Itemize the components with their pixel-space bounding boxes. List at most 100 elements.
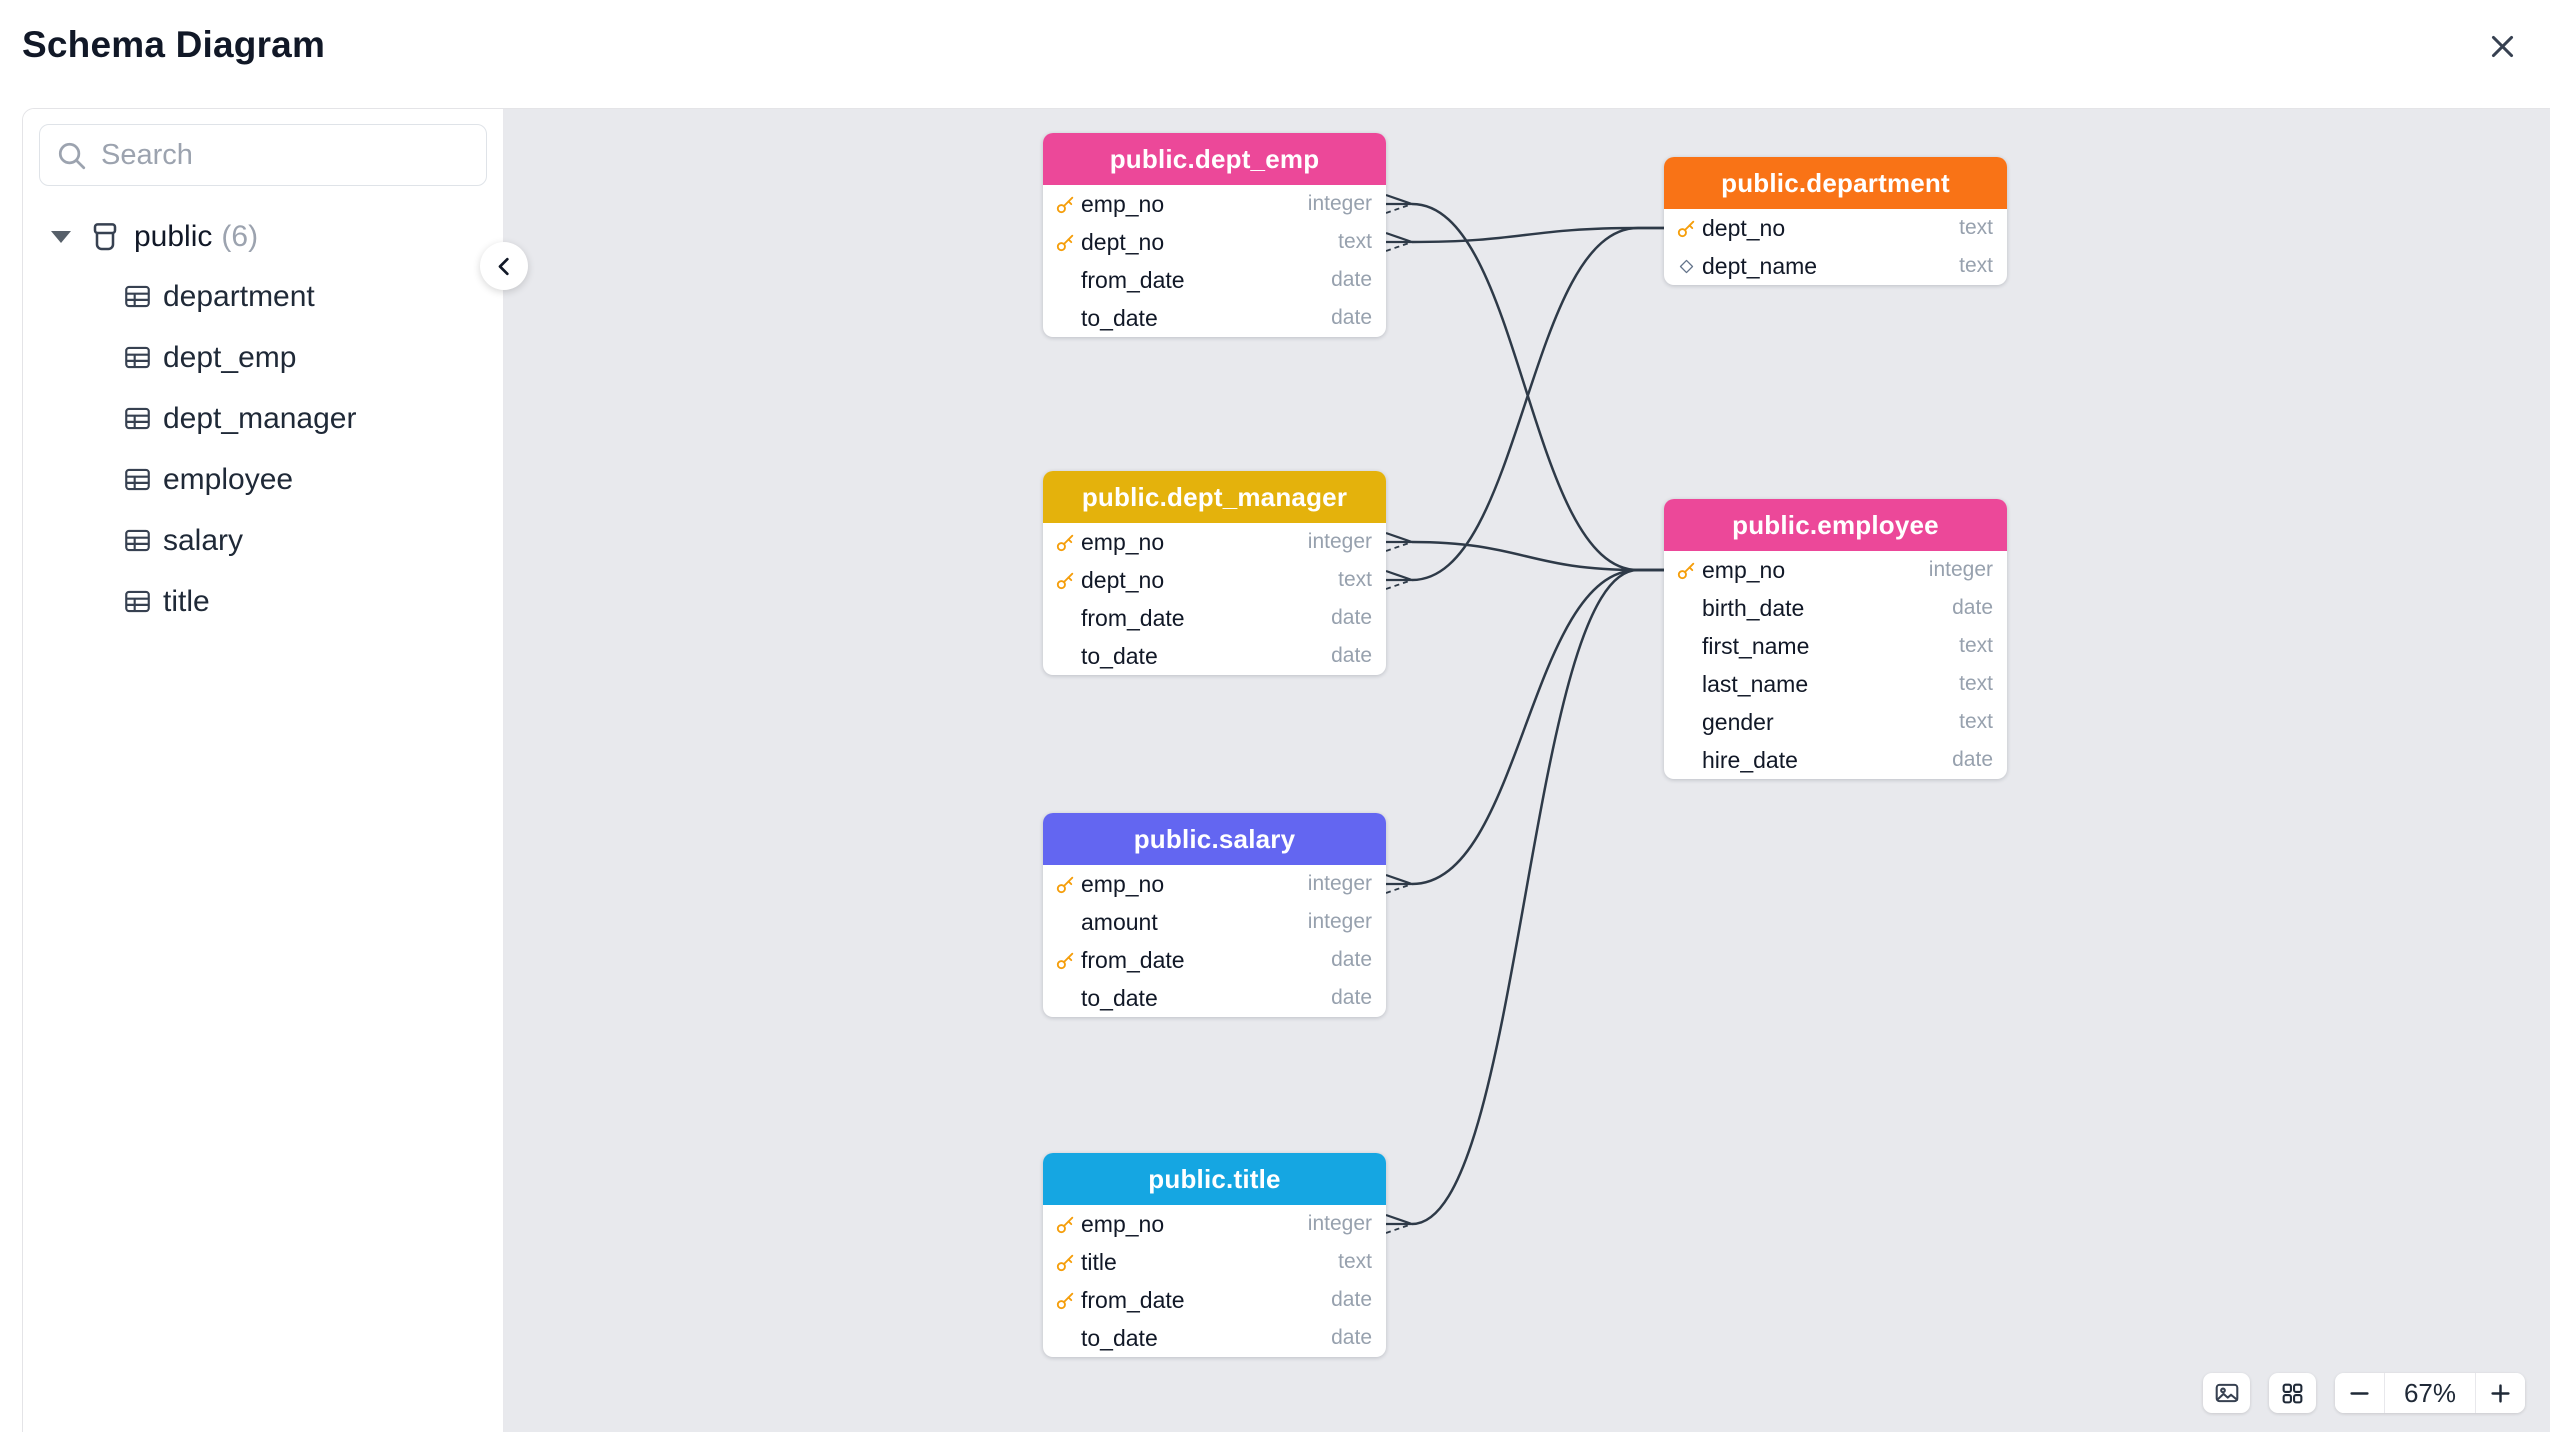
column-name: to_date (1081, 304, 1158, 331)
table-icon (124, 588, 151, 615)
zoom-in-button[interactable] (2476, 1373, 2525, 1413)
unique-diamond-icon (1678, 258, 1695, 275)
sidebar-item-dept_manager[interactable]: dept_manager (23, 388, 503, 449)
column-name: to_date (1081, 984, 1158, 1011)
table-node-header[interactable]: public.department (1664, 157, 2007, 209)
table-node-header[interactable]: public.salary (1043, 813, 1386, 865)
column-name: dept_name (1702, 252, 1818, 279)
column-type: text (1959, 710, 1993, 733)
primary-key-icon (1055, 232, 1076, 253)
column-row-from_date[interactable]: from_date date (1043, 941, 1386, 979)
column-type: date (1331, 948, 1372, 971)
table-icon (124, 405, 151, 432)
sidebar-item-label: department (163, 279, 315, 313)
sidebar-collapse-button[interactable] (480, 242, 528, 290)
page-title: Schema Diagram (22, 24, 326, 65)
column-type: date (1952, 748, 1993, 771)
column-type: text (1959, 634, 1993, 657)
column-name: from_date (1081, 946, 1185, 973)
zoom-control: 67% (2335, 1373, 2525, 1413)
sidebar-item-employee[interactable]: employee (23, 449, 503, 510)
column-type: integer (1928, 558, 1993, 581)
primary-key-icon (1055, 1290, 1076, 1311)
canvas-controls: 67% (2203, 1373, 2525, 1413)
plus-icon (2487, 1380, 2514, 1407)
column-name: emp_no (1081, 528, 1165, 555)
schema-table-count: (6) (221, 220, 259, 253)
table-node-header[interactable]: public.title (1043, 1153, 1386, 1205)
table-icon (124, 344, 151, 371)
relationship-edge-dept_manager-department (1385, 226, 1664, 590)
sidebar-item-department[interactable]: department (23, 266, 503, 327)
column-type: text (1338, 230, 1372, 253)
column-type: integer (1307, 872, 1372, 895)
sidebar-item-dept_emp[interactable]: dept_emp (23, 327, 503, 388)
table-node-header[interactable]: public.dept_emp (1043, 133, 1386, 185)
column-type: text (1959, 216, 1993, 239)
chevron-left-icon (491, 253, 518, 280)
column-name: birth_date (1702, 594, 1805, 621)
column-type: text (1338, 568, 1372, 591)
column-type: date (1331, 268, 1372, 291)
primary-key-icon (1055, 1214, 1076, 1235)
primary-key-icon (1055, 194, 1076, 215)
export-image-button[interactable] (2203, 1373, 2250, 1413)
primary-key-icon (1055, 1252, 1076, 1273)
column-name: dept_no (1081, 566, 1165, 593)
sidebar-item-salary[interactable]: salary (23, 510, 503, 571)
table-node-header[interactable]: public.dept_manager (1043, 471, 1386, 523)
close-button[interactable] (2482, 26, 2522, 66)
primary-key-icon (1055, 532, 1076, 553)
search-input[interactable] (101, 138, 478, 172)
column-name: dept_no (1702, 214, 1786, 241)
zoom-level: 67% (2384, 1373, 2476, 1413)
primary-key-icon (1676, 218, 1697, 239)
caret-down-icon[interactable] (51, 231, 71, 243)
table-node-header[interactable]: public.employee (1664, 499, 2007, 551)
sidebar-item-title[interactable]: title (23, 571, 503, 632)
column-row-dept_no[interactable]: dept_no text (1043, 561, 1386, 599)
table-icon (124, 466, 151, 493)
schema-tree-parent[interactable]: public (6) (23, 208, 503, 266)
grid-view-button[interactable] (2269, 1373, 2316, 1413)
column-name: from_date (1081, 1286, 1185, 1313)
column-type: integer (1307, 530, 1372, 553)
column-row-dept_no[interactable]: dept_no text (1664, 209, 2007, 247)
column-name: emp_no (1702, 556, 1786, 583)
relationship-edge-salary-employee (1385, 568, 1664, 894)
image-icon (2214, 1380, 2240, 1406)
sidebar-item-label: salary (163, 523, 244, 557)
zoom-out-button[interactable] (2335, 1373, 2384, 1413)
relationship-edges-layer (1385, 193, 1664, 1234)
column-row-emp_no[interactable]: emp_no integer (1043, 523, 1386, 561)
column-row-emp_no[interactable]: emp_no integer (1664, 551, 2007, 589)
column-name: to_date (1081, 1324, 1158, 1351)
search-icon (56, 140, 87, 171)
